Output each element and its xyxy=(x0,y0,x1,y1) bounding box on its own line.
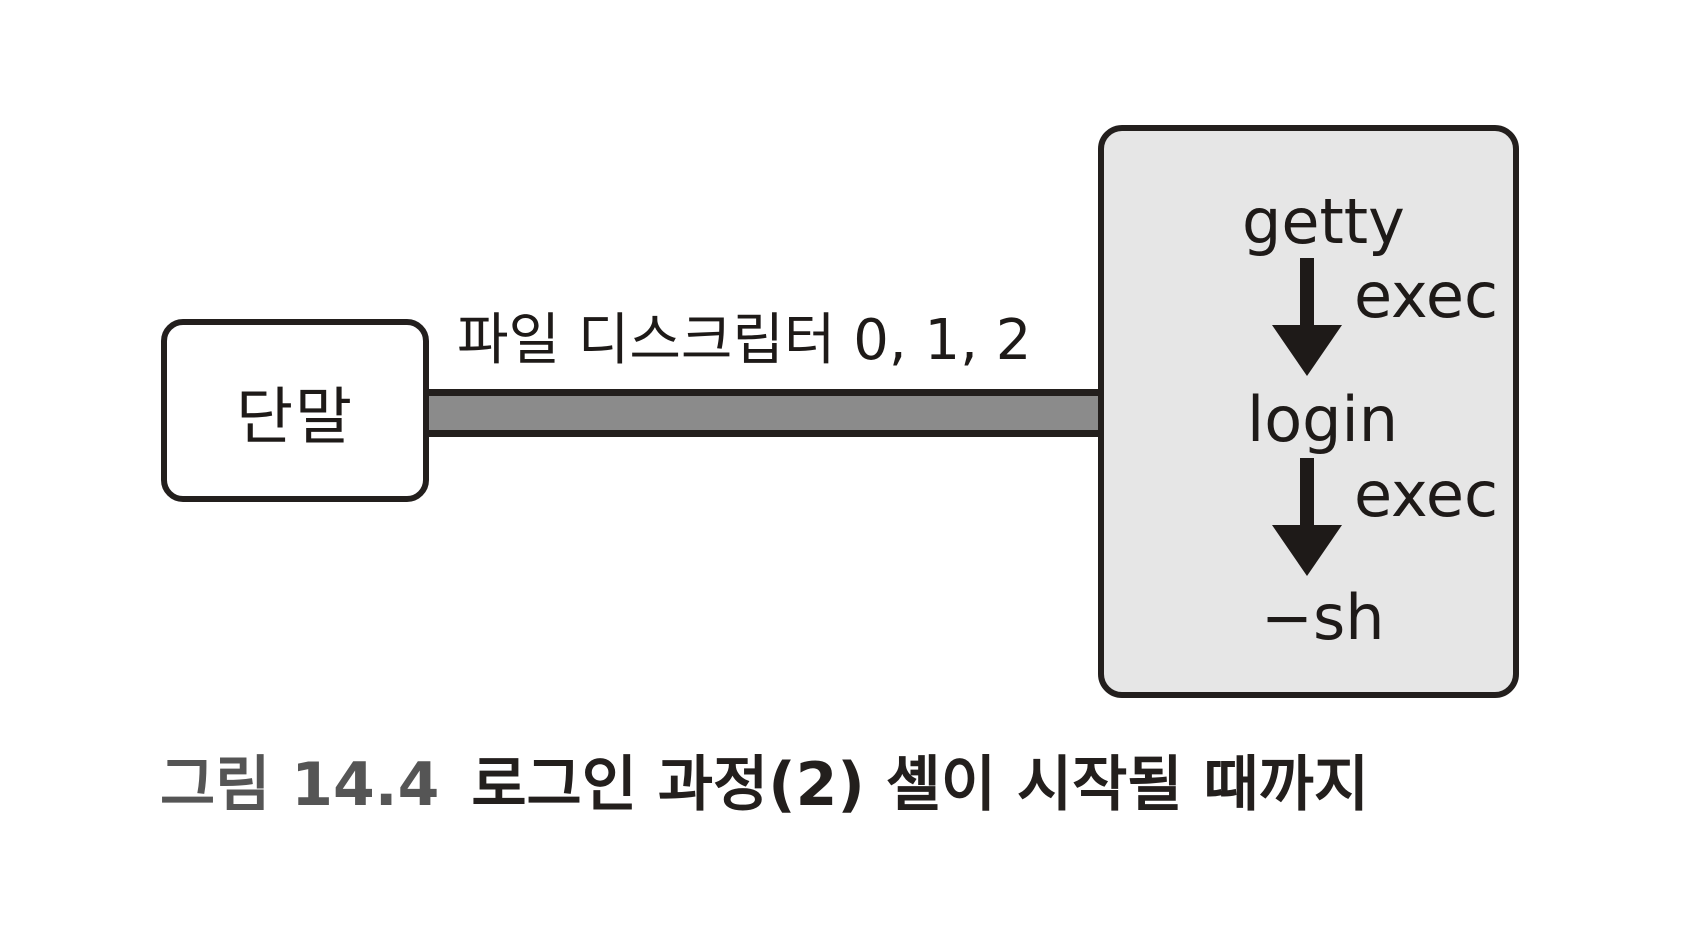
figure-caption: 그림 14.4 로그인 과정(2) 셸이 시작될 때까지 xyxy=(160,745,1369,825)
down-arrow-icon xyxy=(1272,458,1342,576)
process-getty: getty xyxy=(1242,185,1405,258)
figure-title: 로그인 과정(2) 셸이 시작될 때까지 xyxy=(471,750,1370,820)
transition-exec-1: exec xyxy=(1354,259,1499,332)
terminal-box: 단말 xyxy=(161,319,429,502)
connection-label: 파일 디스크립터 0, 1, 2 xyxy=(457,308,1032,373)
process-login: login xyxy=(1247,383,1399,456)
down-arrow-icon xyxy=(1272,258,1342,376)
process-sh: −sh xyxy=(1261,581,1385,654)
process-box: getty exec login exec −sh xyxy=(1098,125,1519,698)
file-descriptor-connection xyxy=(429,389,1100,437)
terminal-label: 단말 xyxy=(235,379,355,453)
transition-exec-2: exec xyxy=(1354,458,1499,531)
figure-number: 그림 14.4 xyxy=(160,750,440,820)
